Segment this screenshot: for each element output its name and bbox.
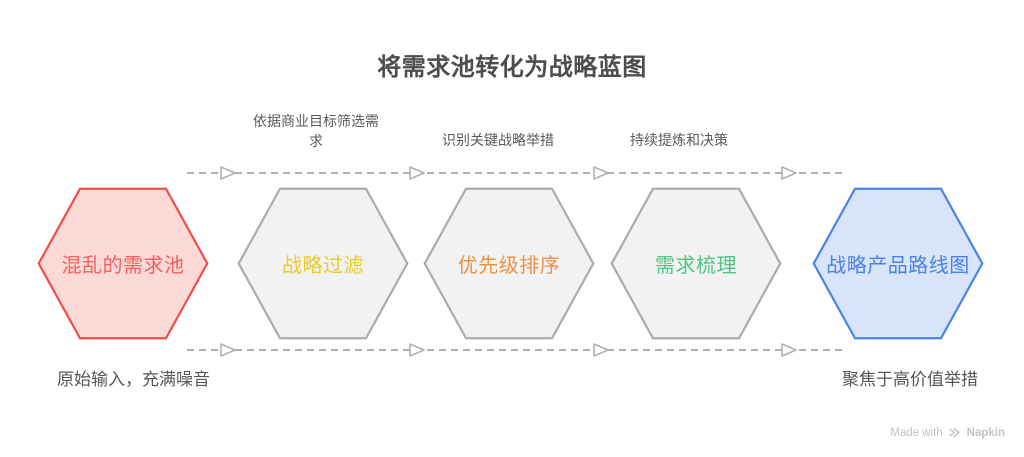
- made-with-text: Made with: [890, 426, 943, 439]
- napkin-logo-icon: [948, 427, 960, 438]
- arrowhead-icon: [781, 166, 797, 180]
- caption-high-value: 聚焦于高价值举措: [842, 370, 978, 389]
- hexagon-step-product-roadmap: 战略产品路线图: [812, 187, 984, 340]
- step-label-identify: 识别关键战略举措: [442, 132, 554, 148]
- hexagon-outline: [423, 187, 595, 340]
- hexagon-shape: [812, 187, 984, 340]
- hexagon-step-requirement-grooming: 需求梳理: [610, 187, 782, 340]
- hexagon-label: 混乱的需求池: [61, 255, 185, 277]
- hexagon-outline: [610, 187, 782, 340]
- arrowhead-icon: [220, 166, 236, 180]
- hexagon-label: 需求梳理: [655, 255, 737, 277]
- page-title: 将需求池转化为战略蓝图: [377, 54, 647, 81]
- brand-name: Napkin: [966, 426, 1005, 439]
- hexagon-shape: [237, 187, 409, 340]
- hexagon-label: 战略过滤: [282, 255, 364, 277]
- hexagon-shape: [610, 187, 782, 340]
- hexagon-step-requirement-pool: 混乱的需求池: [37, 187, 209, 340]
- hexagon-step-strategic-filter: 战略过滤: [237, 187, 409, 340]
- top-dashed-connector: [187, 166, 845, 180]
- arrowhead-icon: [409, 166, 425, 180]
- bottom-dashed-connector: [187, 343, 845, 357]
- hexagon-label: 优先级排序: [457, 255, 561, 277]
- arrowhead-icon: [409, 343, 425, 357]
- made-with-napkin-badge: Made with Napkin: [890, 426, 1005, 439]
- hexagon-label: 战略产品路线图: [826, 255, 970, 277]
- arrowhead-icon: [593, 343, 609, 357]
- hexagon-shape: [37, 187, 209, 340]
- step-label-filter: 依据商业目标筛选需求: [253, 113, 379, 149]
- arrowhead-icon: [781, 343, 797, 357]
- caption-raw-input: 原始输入，充满噪音: [57, 370, 210, 389]
- arrowhead-icon: [593, 166, 609, 180]
- hexagon-step-prioritization: 优先级排序: [423, 187, 595, 340]
- hexagon-outline: [812, 187, 984, 340]
- hexagon-outline: [37, 187, 209, 340]
- arrowhead-icon: [220, 343, 236, 357]
- step-label-refine: 持续提炼和决策: [630, 132, 728, 148]
- hexagon-outline: [237, 187, 409, 340]
- hexagon-shape: [423, 187, 595, 340]
